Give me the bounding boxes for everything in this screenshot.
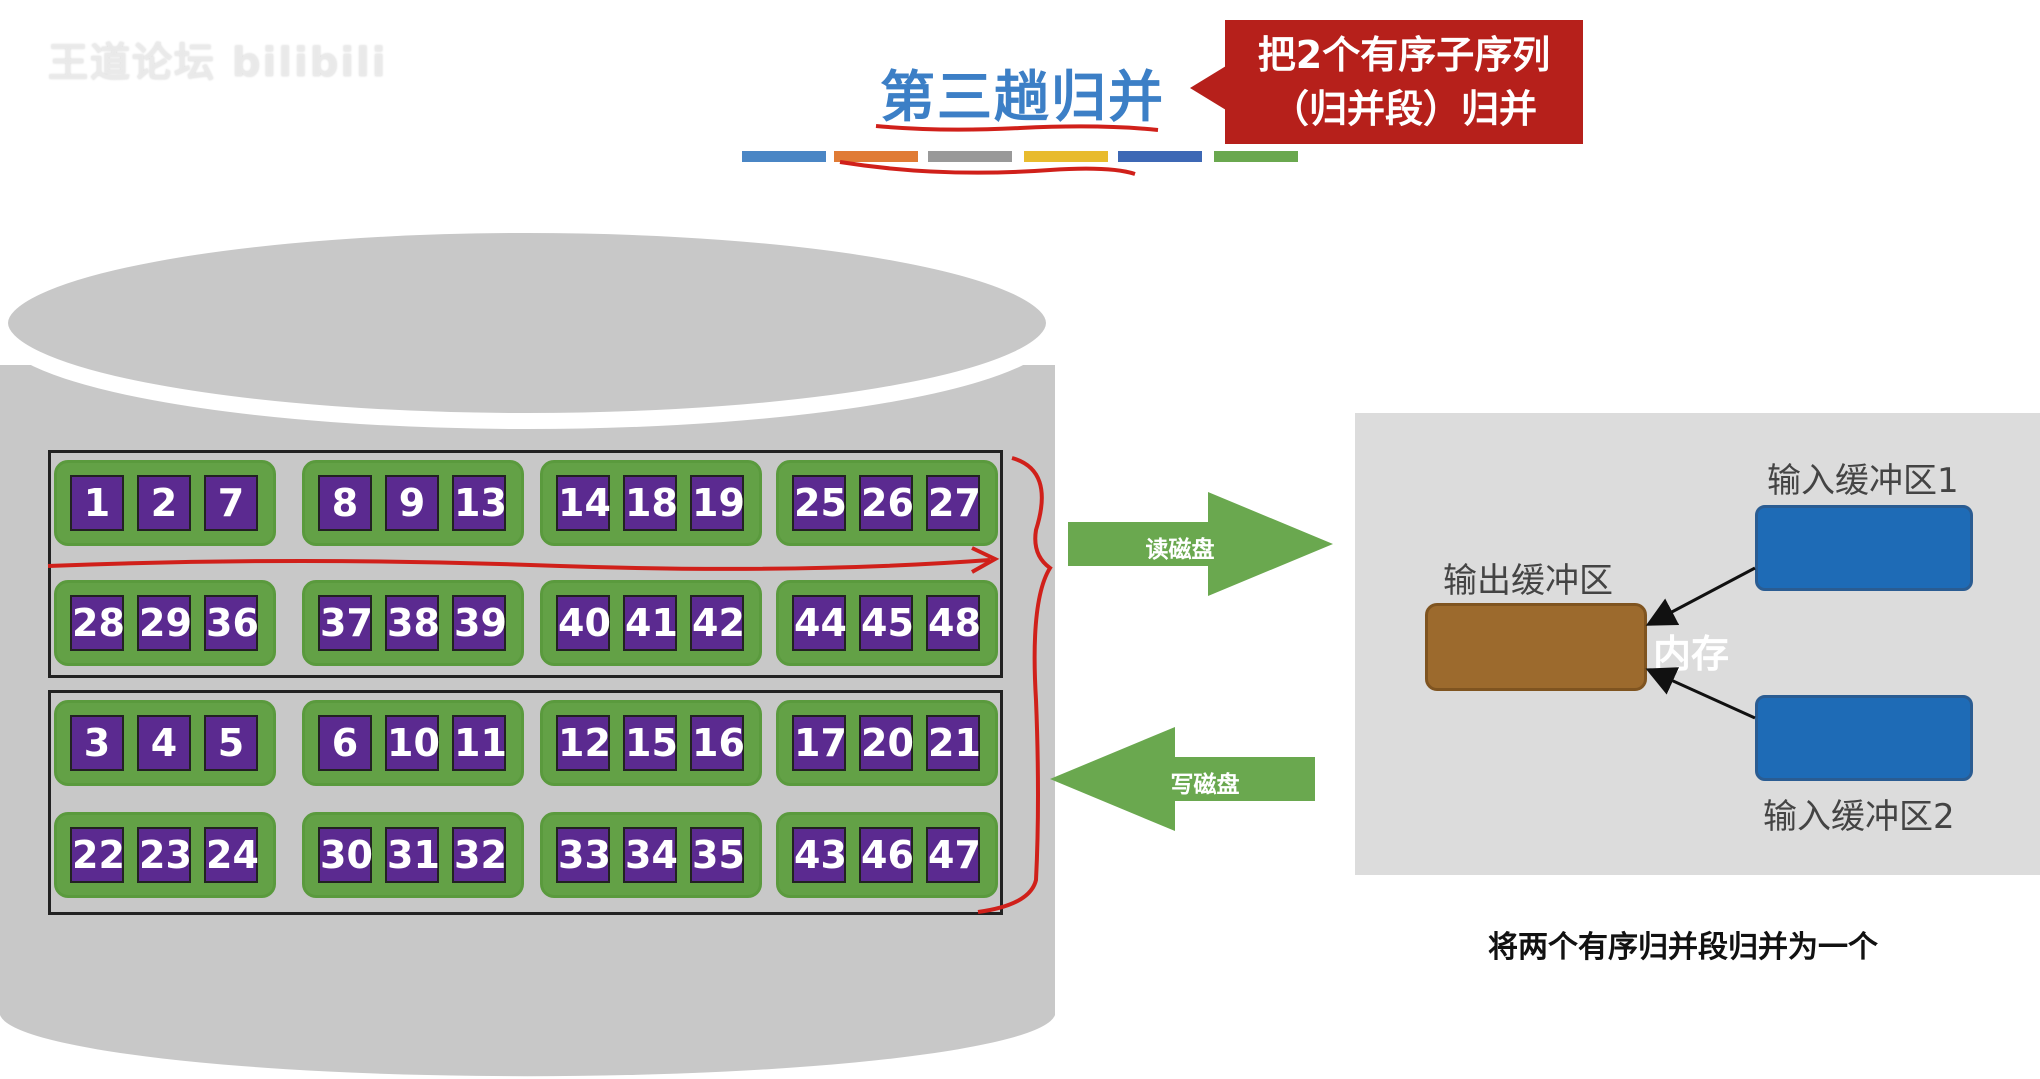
record-cell: 48 xyxy=(926,595,981,651)
record-cell: 15 xyxy=(623,715,678,771)
record-cell: 14 xyxy=(556,475,611,531)
record-cell: 43 xyxy=(792,827,847,883)
record-cell: 45 xyxy=(859,595,914,651)
record-cell: 24 xyxy=(204,827,259,883)
record-cell: 4 xyxy=(137,715,191,771)
read-pass-line xyxy=(47,558,991,571)
record-cell: 23 xyxy=(137,827,192,883)
record-cell: 12 xyxy=(556,715,611,771)
progress-segment xyxy=(1214,151,1298,162)
record-cell: 34 xyxy=(623,827,678,883)
progress-segment xyxy=(1024,151,1108,162)
record-cell: 22 xyxy=(70,827,125,883)
record-cell: 30 xyxy=(318,827,373,883)
record-cell: 2 xyxy=(137,475,191,531)
record-cell: 36 xyxy=(204,595,259,651)
record-cell: 17 xyxy=(792,715,847,771)
diagram-caption: 将两个有序归并段归并为一个 xyxy=(1488,930,1878,965)
record-cell: 39 xyxy=(452,595,507,651)
record-cell: 19 xyxy=(690,475,745,531)
record-cell: 42 xyxy=(690,595,745,651)
record-cell: 47 xyxy=(926,827,981,883)
input-buffer-1-label: 输入缓冲区1 xyxy=(1767,461,1959,501)
record-cell: 9 xyxy=(385,475,439,531)
record-cell: 18 xyxy=(623,475,678,531)
input-buffer-2-label: 输入缓冲区2 xyxy=(1763,797,1955,837)
record-cell: 20 xyxy=(859,715,914,771)
merge-segment-frame-2 xyxy=(48,690,1003,915)
callout-box: 把2个有序子序列 （归并段）归并 xyxy=(1225,20,1583,144)
bar-underline xyxy=(839,160,1136,176)
page-title: 第三趟归并 xyxy=(880,65,1166,129)
record-cell: 29 xyxy=(137,595,192,651)
record-cell: 32 xyxy=(452,827,507,883)
record-cell: 21 xyxy=(926,715,981,771)
progress-segment xyxy=(1118,151,1202,162)
record-cell: 1 xyxy=(70,475,124,531)
record-cell: 3 xyxy=(70,715,124,771)
input-buffer-2 xyxy=(1755,695,1973,781)
title-underline xyxy=(875,124,1159,132)
record-cell: 7 xyxy=(204,475,258,531)
memory-panel: 输入缓冲区1 输出缓冲区 内存 输入缓冲区2 xyxy=(1355,413,2040,875)
progress-segment xyxy=(834,151,918,162)
output-buffer xyxy=(1425,603,1647,691)
record-cell: 16 xyxy=(690,715,745,771)
record-cell: 13 xyxy=(452,475,507,531)
buffer-arrows xyxy=(1645,566,1756,720)
record-cell: 33 xyxy=(556,827,611,883)
read-disk-arrow xyxy=(1068,492,1333,596)
record-cell: 8 xyxy=(318,475,372,531)
record-cell: 5 xyxy=(204,715,258,771)
input-buffer-1 xyxy=(1755,505,1973,591)
output-buffer-label: 输出缓冲区 xyxy=(1443,561,1613,601)
read-pass-arrowhead xyxy=(971,546,1000,574)
watermark: 王道论坛 bilibili xyxy=(48,40,388,86)
record-cell: 40 xyxy=(556,595,611,651)
record-cell: 27 xyxy=(926,475,981,531)
input2-to-output-arrow xyxy=(1645,667,1756,720)
record-cell: 25 xyxy=(792,475,847,531)
callout-line-2: （归并段）归并 xyxy=(1270,87,1537,131)
record-cell: 44 xyxy=(792,595,847,651)
record-cell: 28 xyxy=(70,595,125,651)
input1-to-output-arrow xyxy=(1645,566,1756,626)
record-cell: 10 xyxy=(385,715,440,771)
record-cell: 41 xyxy=(623,595,678,651)
bracket-brace xyxy=(977,456,1053,914)
record-cell: 31 xyxy=(385,827,440,883)
callout-tail xyxy=(1190,66,1226,110)
read-disk-label: 读磁盘 xyxy=(1145,537,1215,563)
record-cell: 6 xyxy=(318,715,372,771)
record-cell: 26 xyxy=(859,475,914,531)
callout-line-1: 把2个有序子序列 xyxy=(1257,33,1551,77)
record-cell: 35 xyxy=(690,827,745,883)
write-disk-arrow xyxy=(1050,727,1315,831)
record-cell: 46 xyxy=(859,827,914,883)
progress-segment xyxy=(742,151,826,162)
disk-top xyxy=(0,225,1055,429)
record-cell: 38 xyxy=(385,595,440,651)
write-disk-label: 写磁盘 xyxy=(1170,772,1240,798)
record-cell: 11 xyxy=(452,715,507,771)
record-cell: 37 xyxy=(318,595,373,651)
progress-segment xyxy=(928,151,1012,162)
